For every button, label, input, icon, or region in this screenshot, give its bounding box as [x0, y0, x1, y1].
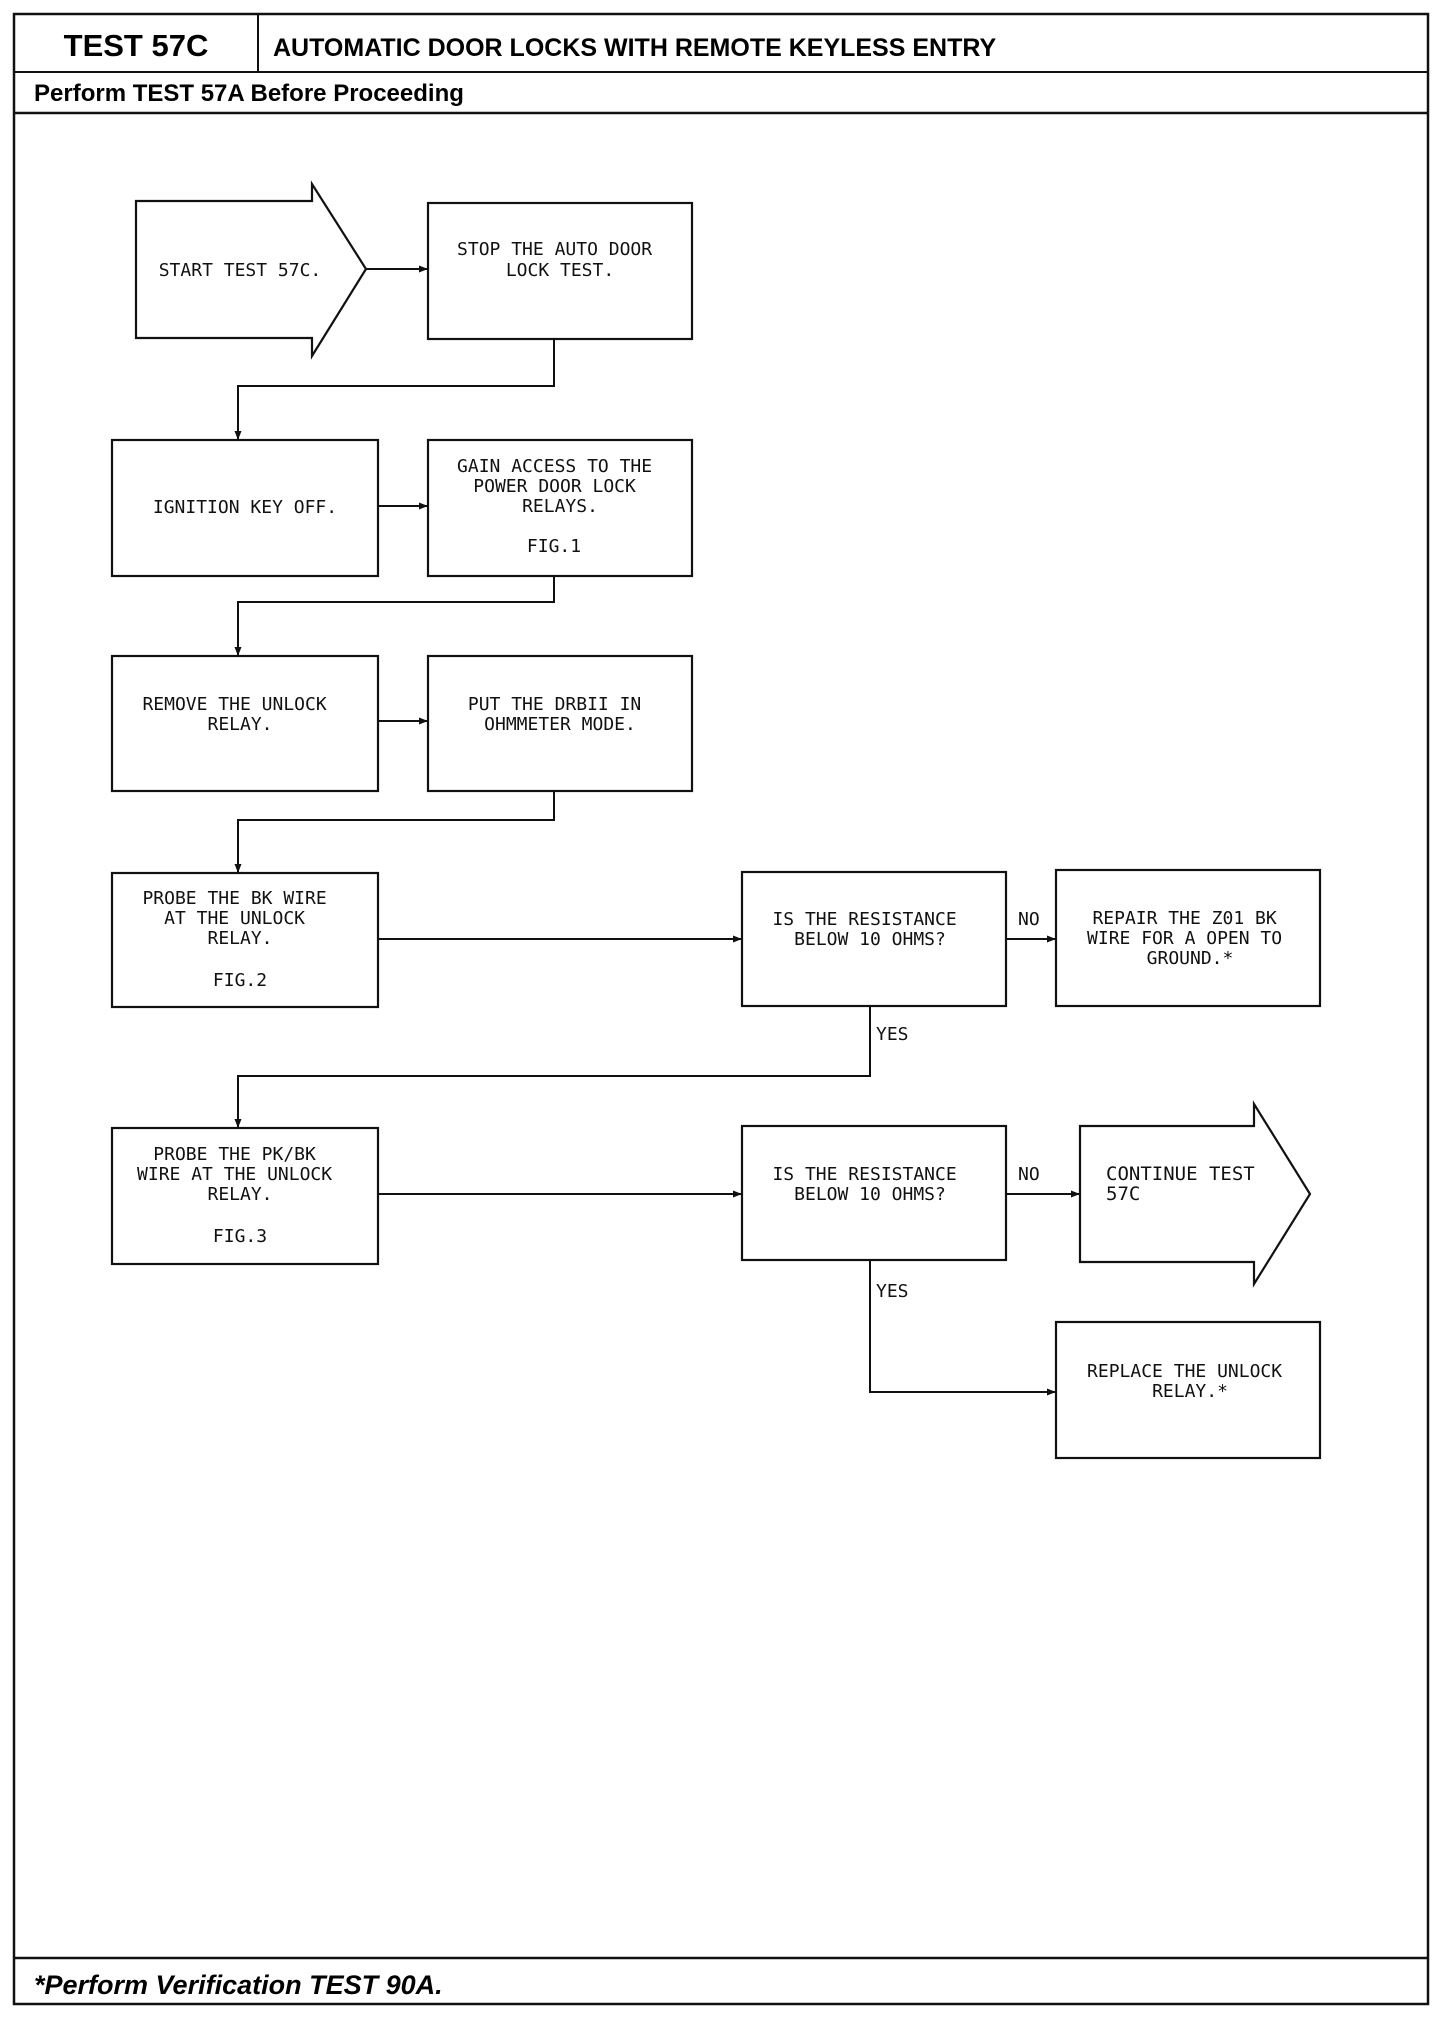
- question-2-box: [740, 1124, 1008, 1262]
- continue-arrow-shape: [1078, 1100, 1312, 1288]
- question-2-no-label: NO: [1018, 1164, 1040, 1185]
- ignition-off-box: [110, 438, 380, 578]
- start-step: START TEST 57C.: [134, 180, 368, 360]
- put-drb-label: PUT THE DRBII IN OHMMETER MODE.: [468, 694, 652, 735]
- repair-z01-step: REPAIR THE Z01 BK WIRE FOR A OPEN TO GRO…: [1054, 868, 1322, 1008]
- probe-pkbk-label: PROBE THE PK/BK WIRE AT THE UNLOCK RELAY…: [137, 1144, 343, 1205]
- page-frame: [12, 12, 1430, 2006]
- probe-bk-box: [110, 871, 380, 1009]
- continue-test-label: CONTINUE TEST 57C: [1106, 1163, 1266, 1205]
- question-1-box: [740, 870, 1008, 1008]
- ignition-off-label: IGNITION KEY OFF.: [153, 497, 337, 518]
- question-2-label: IS THE RESISTANCE BELOW 10 OHMS?: [772, 1164, 967, 1205]
- continue-test-step: CONTINUE TEST 57C: [1078, 1100, 1312, 1288]
- put-drb-box: [426, 654, 694, 793]
- gain-access-fig-ref: FIG.1: [527, 536, 581, 557]
- page-title: AUTOMATIC DOOR LOCKS WITH REMOTE KEYLESS…: [273, 34, 996, 62]
- test-id: TEST 57C: [64, 28, 209, 63]
- put-to-probe-bk-arrow: [234, 791, 555, 873]
- prerequisite-note: Perform TEST 57A Before Proceeding: [34, 80, 464, 107]
- repair-z01-box: [1054, 868, 1322, 1008]
- stop-auto-test-label: STOP THE AUTO DOOR LOCK TEST.: [457, 239, 663, 281]
- footer: *Perform Verification TEST 90A.: [14, 1956, 1428, 2000]
- replace-relay-label: REPLACE THE UNLOCK RELAY.*: [1087, 1361, 1293, 1402]
- header: TEST 57C AUTOMATIC DOOR LOCKS WITH REMOT…: [14, 14, 1428, 115]
- question-1-yes-arrow: [234, 1006, 871, 1128]
- probe-pkbk-step: PROBE THE PK/BK WIRE AT THE UNLOCK RELAY…: [110, 1126, 380, 1266]
- question-1-no-label: NO: [1018, 909, 1040, 930]
- connectors: [234, 265, 1080, 1396]
- remove-relay-label: REMOVE THE UNLOCK RELAY.: [142, 694, 337, 735]
- remove-relay-step: REMOVE THE UNLOCK RELAY.: [110, 654, 380, 793]
- question-1-yes-label: YES: [876, 1024, 909, 1045]
- probe-bk-step: PROBE THE BK WIRE AT THE UNLOCK RELAY. F…: [110, 871, 380, 1009]
- repair-z01-label: REPAIR THE Z01 BK WIRE FOR A OPEN TO GRO…: [1087, 908, 1293, 969]
- stop-to-ignition-arrow: [234, 339, 555, 440]
- probe-pkbk-box: [110, 1126, 380, 1266]
- start-arrow-shape: [134, 180, 368, 360]
- question-2-yes-arrow: [869, 1260, 1056, 1396]
- replace-relay-box: [1054, 1320, 1322, 1460]
- stop-auto-test-step: STOP THE AUTO DOOR LOCK TEST.: [426, 201, 694, 341]
- replace-relay-step: REPLACE THE UNLOCK RELAY.*: [1054, 1320, 1322, 1460]
- question-2-yes-label: YES: [876, 1281, 909, 1302]
- question-1-label: IS THE RESISTANCE BELOW 10 OHMS?: [772, 909, 967, 950]
- probe-bk-label: PROBE THE BK WIRE AT THE UNLOCK RELAY.: [142, 888, 337, 949]
- gain-access-box: [426, 438, 694, 578]
- ignition-off-step: IGNITION KEY OFF.: [110, 438, 380, 578]
- probe-pkbk-fig-ref: FIG.3: [213, 1226, 267, 1247]
- start-label: START TEST 57C.: [159, 260, 322, 281]
- footer-note: *Perform Verification TEST 90A.: [34, 1970, 443, 2000]
- question-2-step: IS THE RESISTANCE BELOW 10 OHMS? NO YES: [740, 1124, 1040, 1302]
- gain-access-step: GAIN ACCESS TO THE POWER DOOR LOCK RELAY…: [426, 438, 694, 578]
- access-to-remove-arrow: [234, 576, 555, 656]
- probe-bk-fig-ref: FIG.2: [213, 970, 267, 991]
- question-1-step: IS THE RESISTANCE BELOW 10 OHMS? NO YES: [740, 870, 1040, 1045]
- remove-relay-box: [110, 654, 380, 793]
- stop-auto-test-box: [426, 201, 694, 341]
- gain-access-label: GAIN ACCESS TO THE POWER DOOR LOCK RELAY…: [457, 456, 663, 517]
- put-drb-step: PUT THE DRBII IN OHMMETER MODE.: [426, 654, 694, 793]
